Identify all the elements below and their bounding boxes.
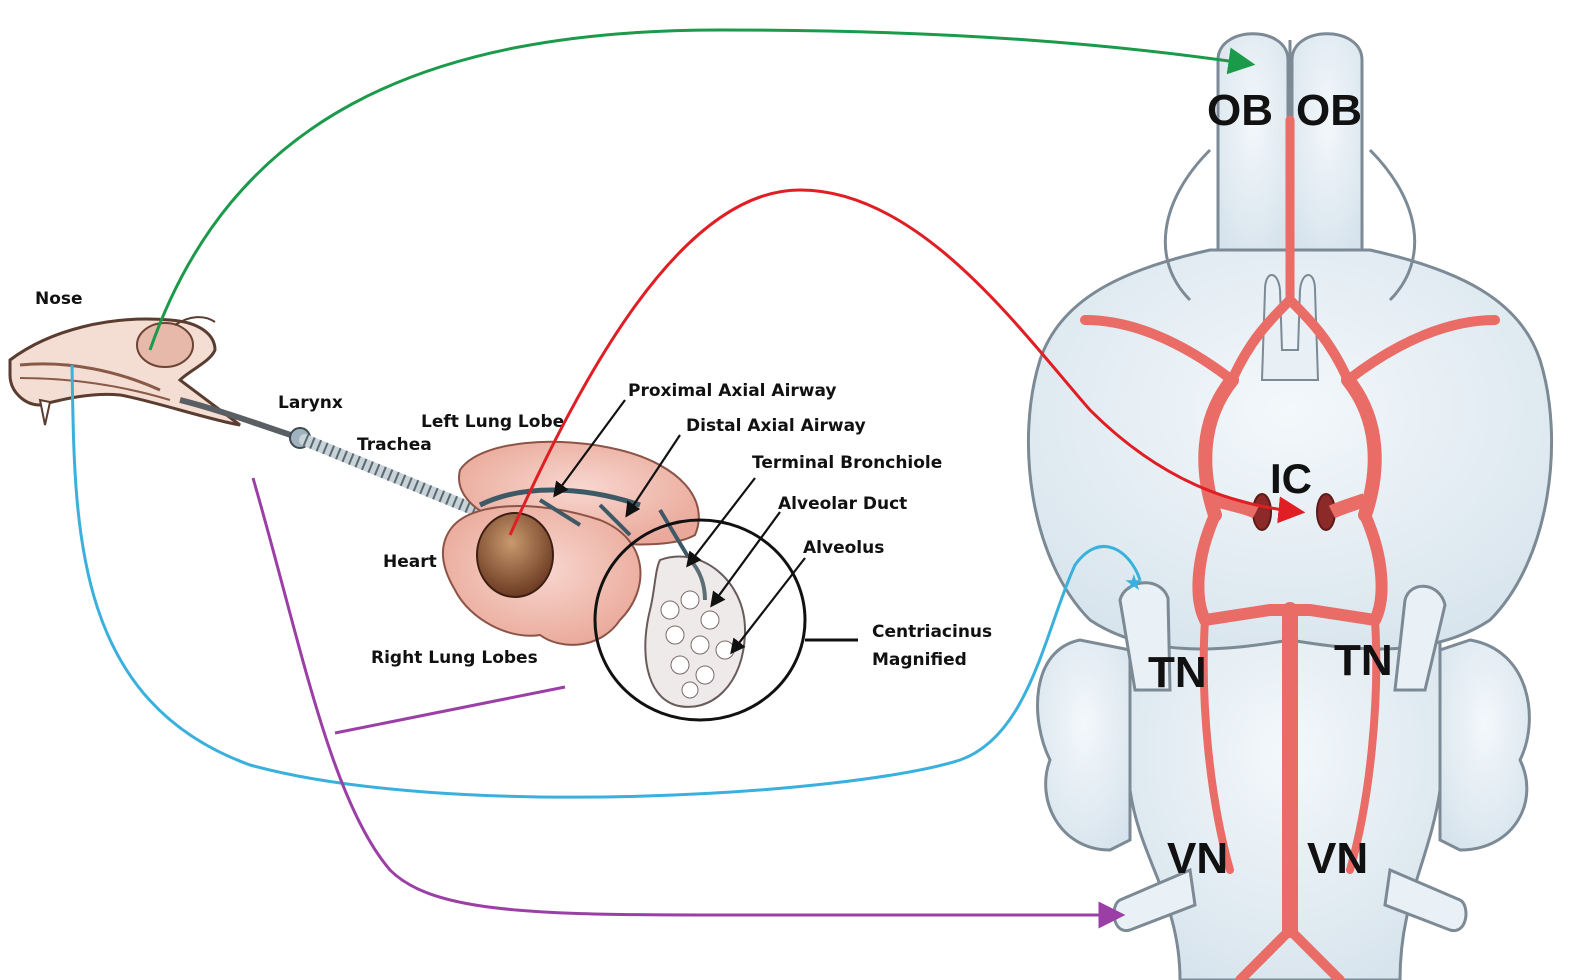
label-nose: Nose: [35, 289, 83, 309]
label-alveolar-duct: Alveolar Duct: [778, 494, 907, 514]
label-right-lung-lobes: Right Lung Lobes: [371, 648, 538, 668]
label-vn-left: VN: [1167, 834, 1228, 883]
label-tn-right: TN: [1334, 636, 1393, 685]
olfactory-bulb-left: [1218, 34, 1288, 250]
label-ic: IC: [1270, 455, 1312, 502]
label-larynx: Larynx: [278, 393, 343, 413]
trigeminal-star-icon: ★: [1124, 571, 1144, 596]
brain: [1028, 34, 1551, 980]
label-terminal-bronchiole: Terminal Bronchiole: [752, 453, 942, 473]
cerebellum-right: [1440, 640, 1529, 850]
label-ob-left: OB: [1207, 86, 1273, 135]
label-vn-right: VN: [1307, 834, 1368, 883]
label-left-lung-lobe: Left Lung Lobe: [421, 412, 564, 432]
olfactory-bulb-right: [1292, 34, 1362, 250]
label-ob-right: OB: [1296, 86, 1362, 135]
cerebral-hemispheres: [1028, 250, 1551, 649]
label-tn-left: TN: [1148, 648, 1207, 697]
cerebellum-left: [1038, 640, 1130, 850]
vagal-lung-branch: [335, 687, 565, 733]
label-trachea: Trachea: [357, 435, 432, 455]
label-proximal-axial-airway: Proximal Axial Airway: [628, 381, 837, 401]
label-centriacinus-line2: Magnified: [872, 650, 967, 670]
label-distal-axial-airway: Distal Axial Airway: [686, 416, 866, 436]
label-alveolus: Alveolus: [803, 538, 884, 558]
label-centriacinus-line1: Centriacinus: [872, 622, 992, 642]
label-heart: Heart: [383, 552, 437, 572]
